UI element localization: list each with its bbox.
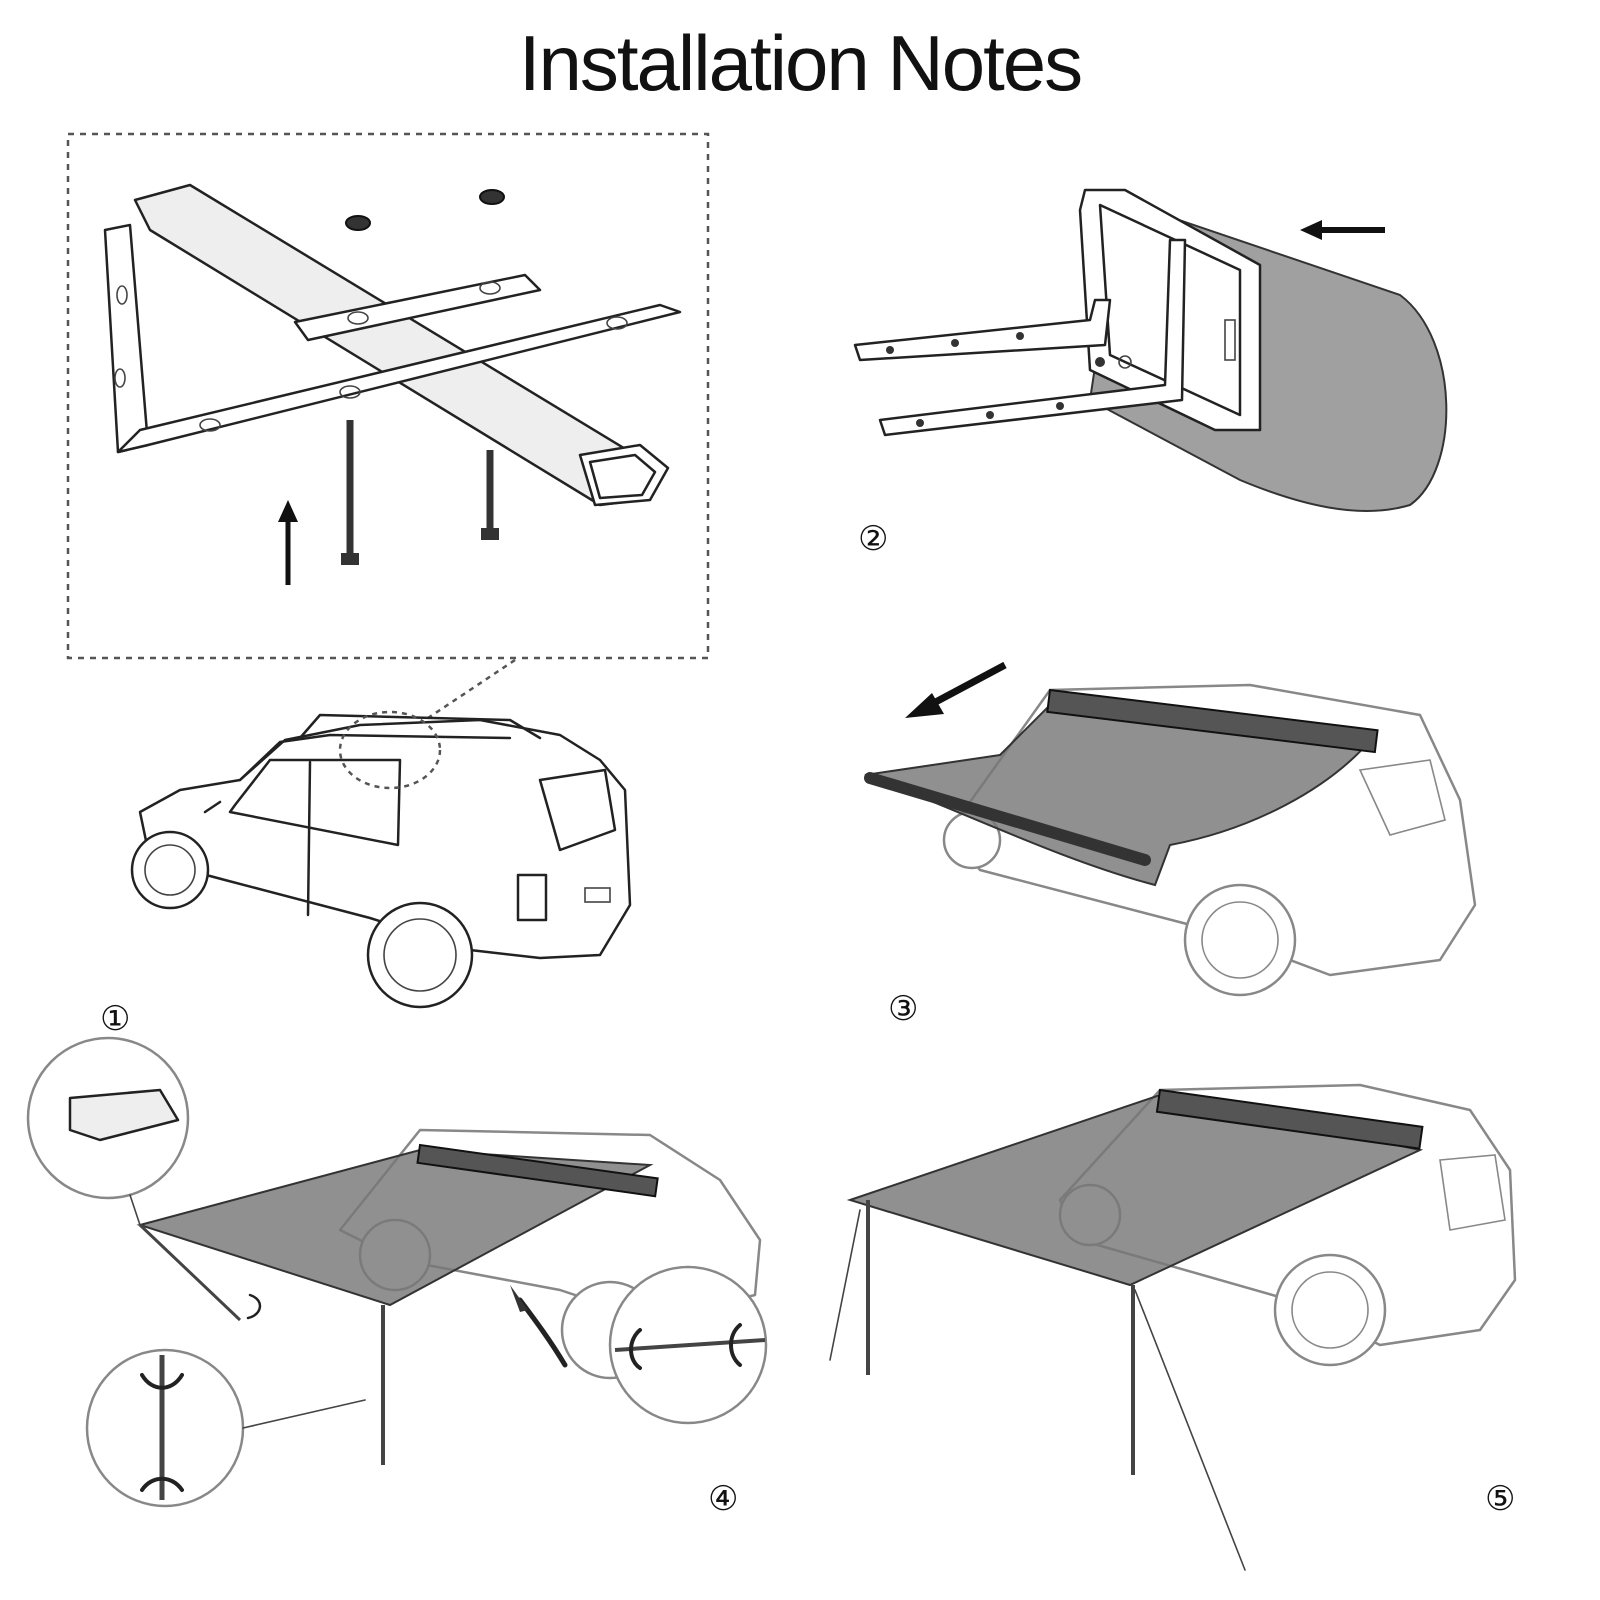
- left-arrow-icon: [905, 661, 1007, 718]
- step-number-3: ③: [888, 989, 918, 1029]
- step-2-bracket-attach: [853, 188, 1448, 512]
- guy-rope: [829, 1209, 861, 1361]
- front-bar: [864, 772, 1151, 866]
- page-title: Installation Notes: [518, 19, 1083, 107]
- awning-roller: [1046, 688, 1379, 754]
- bracket-arm: [878, 238, 1187, 437]
- bracket-detail-view: [66, 132, 710, 732]
- nut-icon: [345, 215, 371, 231]
- up-arrow-icon: [278, 500, 298, 585]
- step-4-set-legs: [26, 1036, 768, 1508]
- up-arrow-icon: [510, 1285, 528, 1312]
- awning-fabric: [846, 1093, 1424, 1287]
- l-bracket: [103, 223, 150, 454]
- step-number-5: ⑤: [1485, 1479, 1515, 1519]
- bolt-icon: [481, 450, 499, 540]
- zoom-detail-bottom-left: [85, 1348, 366, 1508]
- bracket-arm: [853, 298, 1112, 362]
- guy-rope: [1134, 1289, 1246, 1571]
- awning-fabric: [136, 1148, 654, 1307]
- step-5-completed-awning: [829, 1083, 1517, 1571]
- zoom-detail-bottom-right: [608, 1265, 768, 1425]
- front-wheel: [130, 830, 210, 910]
- step-number-2: ②: [858, 519, 888, 559]
- left-arrow-icon: [1300, 220, 1385, 240]
- step-1-car: [130, 710, 632, 1009]
- step-3-extend-awning: [864, 661, 1477, 997]
- zoom-detail-top-left: [26, 1036, 190, 1226]
- bolt-icon: [341, 420, 359, 565]
- step-number-1: ①: [100, 999, 130, 1039]
- nut-icon: [479, 189, 505, 205]
- step-number-4: ④: [708, 1479, 738, 1519]
